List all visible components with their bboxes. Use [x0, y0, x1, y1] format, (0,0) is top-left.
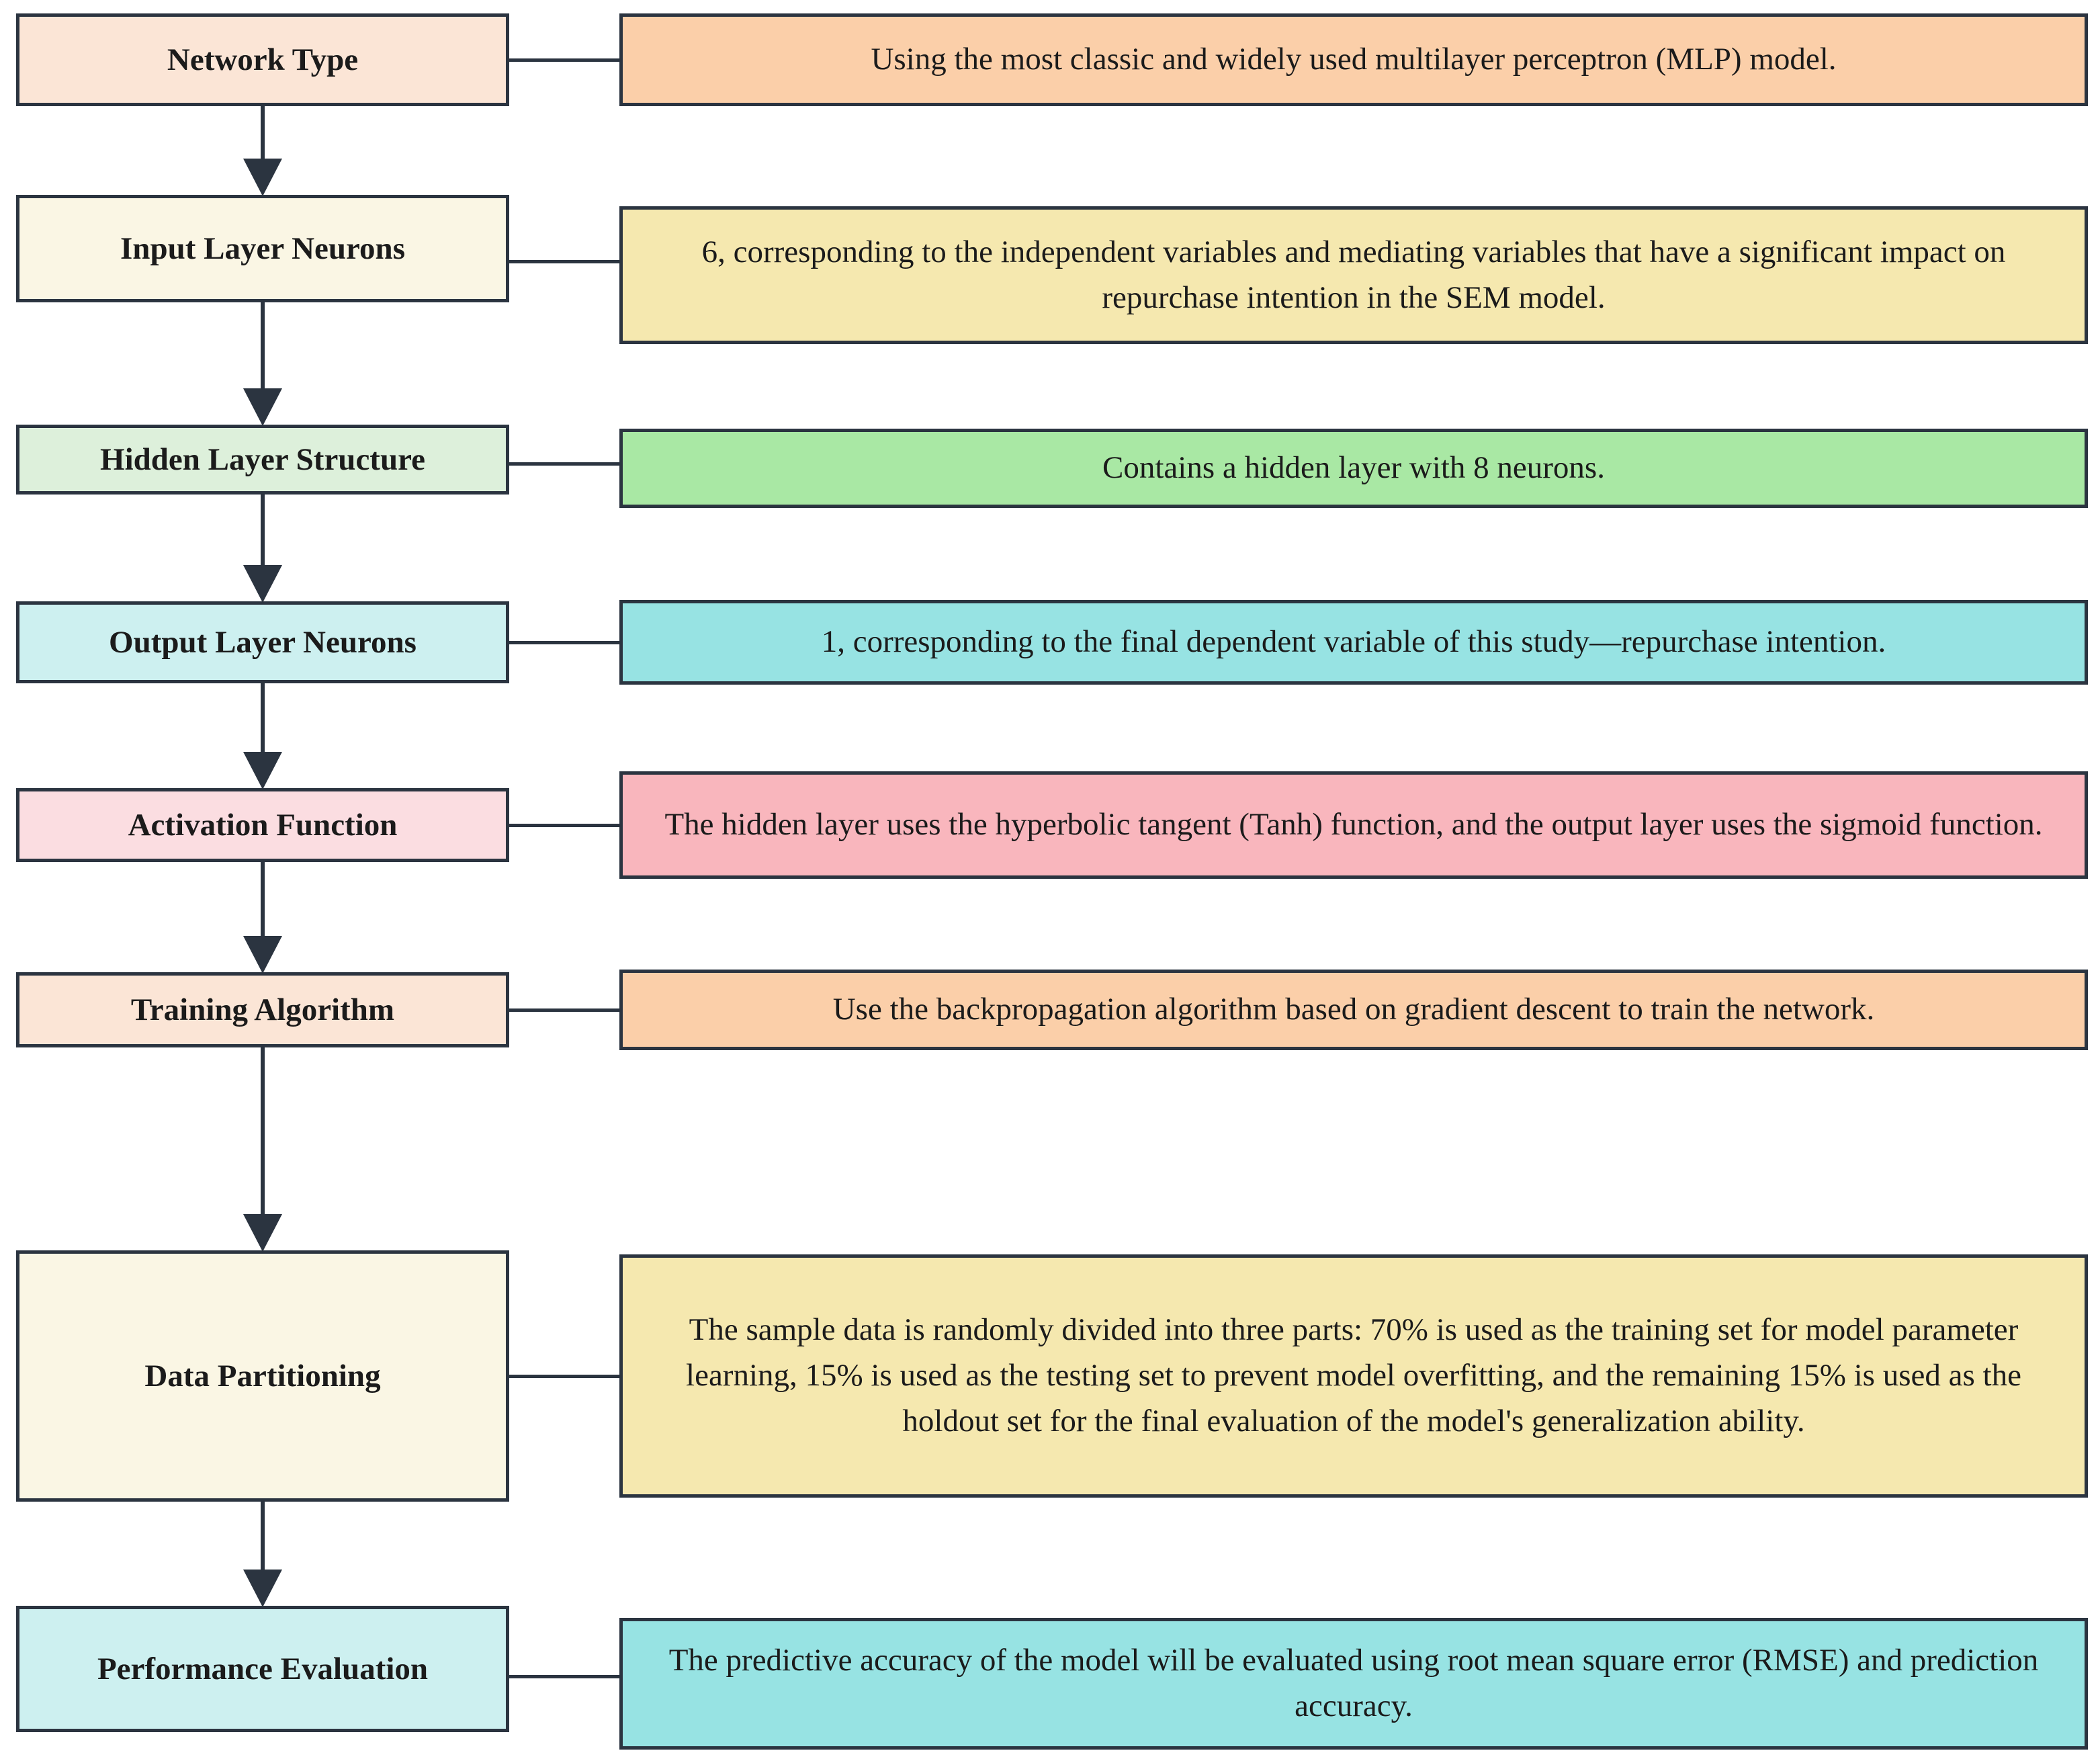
flow-arrow-head-7	[243, 1570, 282, 1607]
flow-arrow-head-6	[243, 1214, 282, 1252]
description-text: Contains a hidden layer with 8 neurons.	[1102, 450, 1605, 486]
description-text: Use the backpropagation algorithm based …	[832, 992, 1875, 1027]
connector-line-5	[509, 824, 621, 827]
connector-line-8	[509, 1675, 621, 1678]
description-box-4[interactable]: 1, corresponding to the final dependent …	[619, 600, 2088, 685]
connector-line-4	[509, 641, 621, 644]
description-text: 6, corresponding to the independent vari…	[701, 234, 2006, 315]
label-text: Hidden Layer Structure	[100, 441, 425, 477]
description-text: The predictive accuracy of the model wil…	[668, 1643, 2039, 1723]
label-box-2[interactable]: Input Layer Neurons	[16, 195, 509, 302]
label-text: Activation Function	[128, 807, 398, 843]
label-text: Training Algorithm	[130, 992, 395, 1027]
description-text: Using the most classic and widely used m…	[871, 42, 1837, 77]
label-text: Output Layer Neurons	[109, 624, 417, 660]
flow-arrow-line-5	[261, 862, 265, 937]
flow-arrow-head-4	[243, 752, 282, 789]
label-text: Data Partitioning	[144, 1358, 381, 1393]
label-box-8[interactable]: Performance Evaluation	[16, 1606, 509, 1732]
description-box-6[interactable]: Use the backpropagation algorithm based …	[619, 970, 2088, 1050]
connector-line-1	[509, 58, 621, 62]
connector-line-3	[509, 462, 621, 466]
flow-arrow-line-1	[261, 106, 265, 160]
flow-arrow-line-7	[261, 1502, 265, 1571]
description-box-1[interactable]: Using the most classic and widely used m…	[619, 13, 2088, 106]
flow-arrow-line-6	[261, 1047, 265, 1215]
flow-arrow-line-3	[261, 495, 265, 566]
description-text: The sample data is randomly divided into…	[686, 1312, 2021, 1438]
connector-line-6	[509, 1008, 621, 1012]
connector-line-2	[509, 260, 621, 263]
label-box-3[interactable]: Hidden Layer Structure	[16, 425, 509, 495]
label-box-5[interactable]: Activation Function	[16, 788, 509, 862]
label-box-4[interactable]: Output Layer Neurons	[16, 601, 509, 683]
flow-arrow-head-3	[243, 565, 282, 603]
description-box-3[interactable]: Contains a hidden layer with 8 neurons.	[619, 429, 2088, 508]
description-box-7[interactable]: The sample data is randomly divided into…	[619, 1254, 2088, 1498]
description-box-8[interactable]: The predictive accuracy of the model wil…	[619, 1618, 2088, 1750]
flow-arrow-head-5	[243, 936, 282, 974]
flow-arrow-line-4	[261, 683, 265, 753]
label-text: Input Layer Neurons	[120, 230, 405, 266]
label-text: Performance Evaluation	[97, 1651, 429, 1686]
description-text: 1, corresponding to the final dependent …	[821, 624, 1886, 660]
label-text: Network Type	[167, 42, 359, 77]
connector-line-7	[509, 1375, 621, 1378]
label-box-7[interactable]: Data Partitioning	[16, 1250, 509, 1502]
label-box-6[interactable]: Training Algorithm	[16, 972, 509, 1047]
flow-arrow-head-1	[243, 159, 282, 196]
description-text: The hidden layer uses the hyperbolic tan…	[664, 807, 2043, 843]
label-box-1[interactable]: Network Type	[16, 13, 509, 106]
flow-arrow-line-2	[261, 302, 265, 390]
flow-arrow-head-2	[243, 388, 282, 426]
description-box-5[interactable]: The hidden layer uses the hyperbolic tan…	[619, 771, 2088, 879]
description-box-2[interactable]: 6, corresponding to the independent vari…	[619, 206, 2088, 344]
